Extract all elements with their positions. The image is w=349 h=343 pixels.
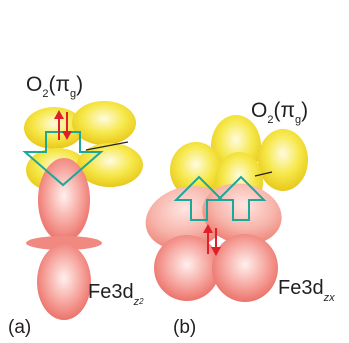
spin-arrows <box>203 224 221 256</box>
left-o2-label: O2(πg) <box>26 73 84 100</box>
o2-subscript: 2 <box>42 88 49 100</box>
fe-dzx-lobe <box>212 234 278 302</box>
panel-b-label: (b) <box>173 317 197 338</box>
o2-symbol: O <box>26 73 43 96</box>
right-fe-label: Fe3dzx <box>278 277 335 304</box>
orbital-close: ) <box>76 73 84 96</box>
fe-orbital-name: Fe3d <box>278 277 324 299</box>
o2-symbol: O <box>251 99 268 122</box>
o2-lobe <box>170 142 222 198</box>
fe-dz2-ring <box>26 236 102 250</box>
panel-b-orbitals <box>145 115 308 302</box>
o2-bond-line <box>254 171 273 177</box>
o2-bond-line <box>85 141 129 151</box>
fe-dzx-lobe <box>154 235 220 301</box>
panel-a-orbitals <box>22 101 143 320</box>
spin-arrows <box>54 110 72 140</box>
o2-lobe <box>258 129 308 191</box>
charge-transfer-arrow <box>173 175 225 221</box>
fe-orbital-subscript: z2 <box>134 296 144 308</box>
fe-dz2-upper-lobe <box>38 158 90 242</box>
orbital-open: (π <box>48 73 70 96</box>
charge-transfer-arrow <box>22 131 104 187</box>
orbital-subscript: g <box>294 114 302 126</box>
fe-orbital-subscript: zx <box>323 292 335 304</box>
charge-transfer-arrow <box>215 175 267 221</box>
left-fe-label: Fe3dz2 <box>88 281 144 308</box>
o2-subscript: 2 <box>267 114 274 126</box>
o2-lobe <box>77 143 143 187</box>
panel-a-label: (a) <box>8 317 32 338</box>
orbital-open: (π <box>273 99 295 122</box>
fe-superscript-2: 2 <box>139 297 144 306</box>
orbital-subscript: g <box>69 88 77 100</box>
fe-dz2-lower-lobe <box>37 244 91 320</box>
fe-subscript-z: z <box>133 296 140 308</box>
right-o2-label: O2(πg) <box>251 99 309 126</box>
orbital-close: ) <box>301 99 309 122</box>
o2-lobe <box>72 101 136 145</box>
fe-orbital-name: Fe3d <box>88 281 134 303</box>
o2-lobe <box>24 107 84 149</box>
